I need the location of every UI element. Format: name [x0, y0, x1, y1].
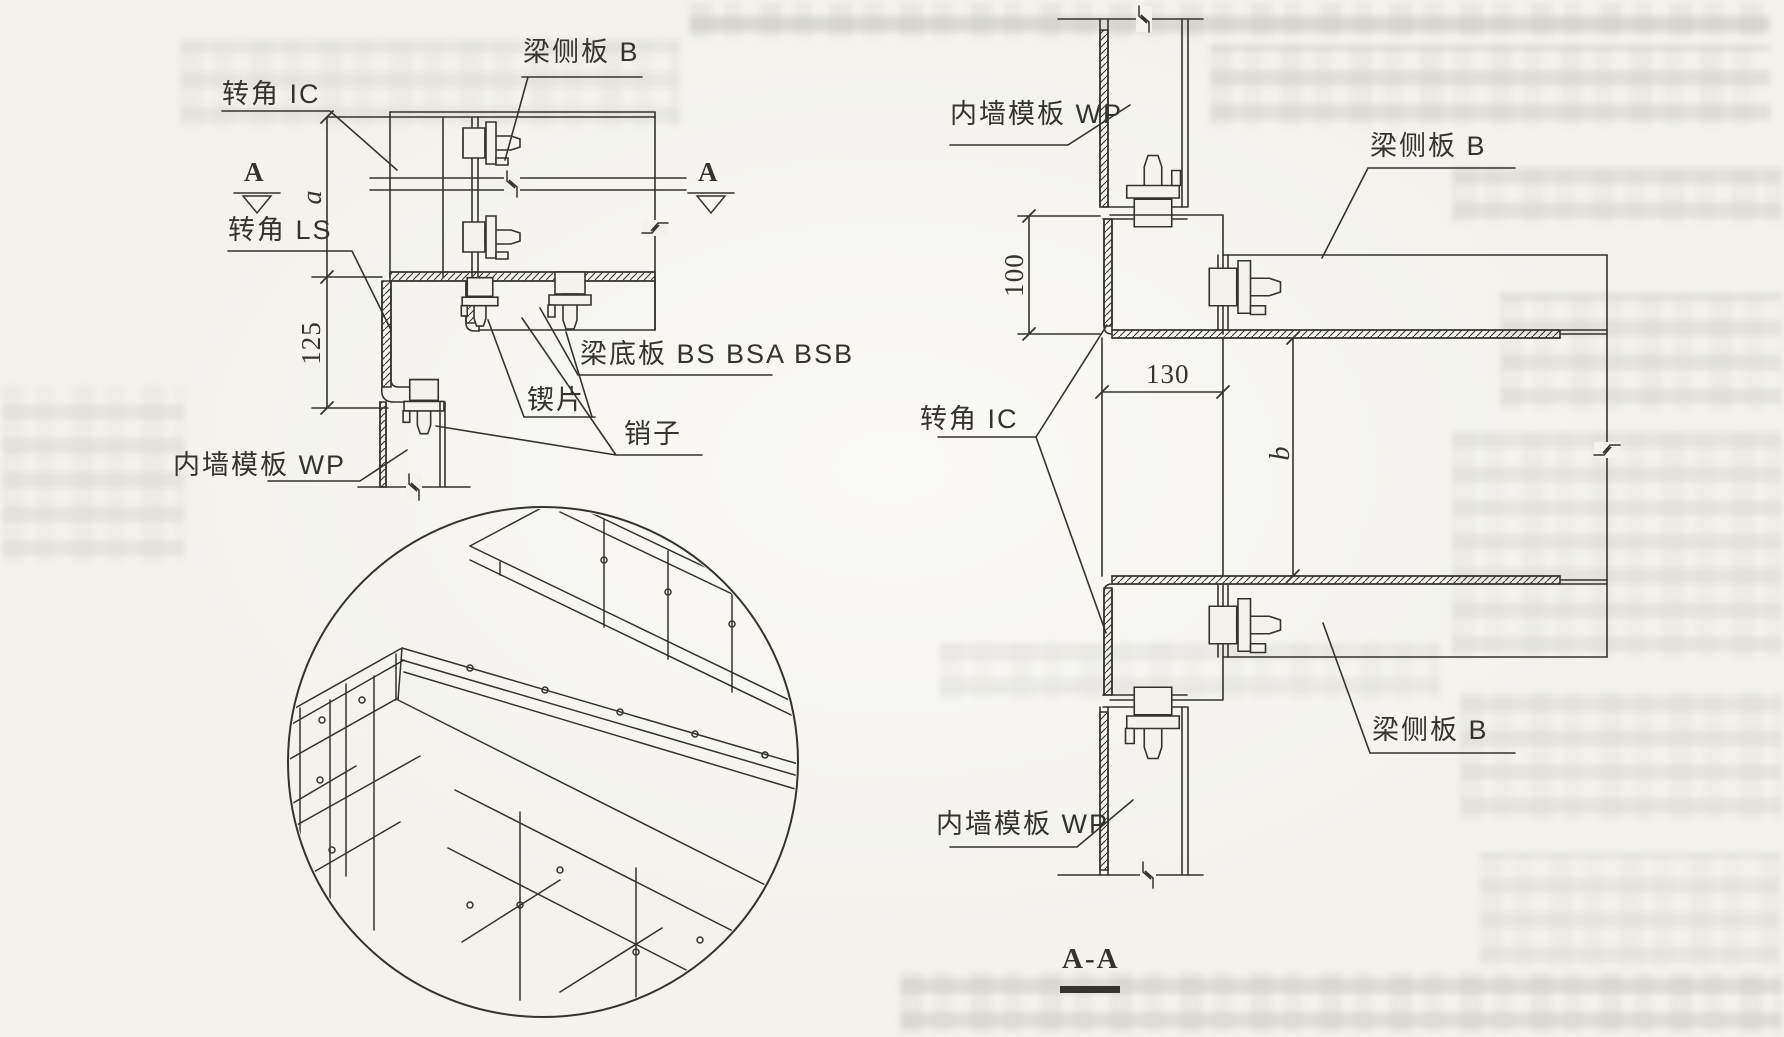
label-beam-side-top: 梁侧板 B	[1370, 131, 1487, 161]
label-wall-wp-left: 内墙模板 WP	[173, 450, 346, 480]
dim-a-text: a	[297, 189, 329, 205]
label-corner-ic-left: 转角 IC	[222, 79, 321, 109]
leader-beam-side-left	[505, 77, 642, 160]
section-marker-left	[234, 193, 280, 214]
section-letter-a-left: A	[244, 157, 265, 187]
dim-100-text: 100	[998, 253, 1029, 297]
label-wall-wp-top: 内墙模板 WP	[950, 99, 1123, 129]
leader-wedge	[488, 320, 595, 417]
leader-pin	[436, 318, 702, 455]
label-wall-wp-bottom: 内墙模板 WP	[936, 809, 1109, 839]
leader-beam-side-bottom	[1323, 623, 1515, 753]
section-title-underline	[1060, 986, 1120, 993]
dim-b-text: b	[1265, 445, 1297, 461]
leader-corner-ls	[228, 251, 391, 330]
dim-125-text: 125	[295, 321, 326, 365]
section-letter-a-right: A	[698, 157, 719, 187]
leader-wall-wp-left	[268, 450, 407, 481]
leader-corner-ic-right	[938, 325, 1107, 633]
left-elevation-view	[222, 77, 772, 501]
leader-wall-wp-bottom	[950, 800, 1133, 847]
label-beam-bottom: 梁底板 BS BSA BSB	[580, 339, 855, 369]
leader-beam-bottom	[540, 308, 772, 375]
label-corner-ls: 转角 LS	[228, 215, 333, 245]
label-beam-side-left: 梁侧板 B	[523, 37, 640, 67]
label-beam-side-bottom: 梁侧板 B	[1372, 715, 1489, 745]
isometric-detail-circle	[288, 498, 812, 1017]
section-marker-right	[688, 193, 734, 214]
label-wedge-piece: 锲片	[527, 385, 585, 415]
label-corner-ic-right: 转角 IC	[920, 404, 1019, 434]
leader-beam-side-top	[1322, 168, 1515, 258]
leader-corner-ic-left	[222, 111, 397, 170]
dim-100-lines	[1018, 216, 1100, 334]
leader-wall-wp-top	[950, 105, 1130, 145]
dim-130-text: 130	[1146, 359, 1190, 389]
section-title: A-A	[1062, 943, 1120, 975]
right-section-view	[938, 5, 1621, 993]
label-pin: 销子	[624, 419, 682, 449]
